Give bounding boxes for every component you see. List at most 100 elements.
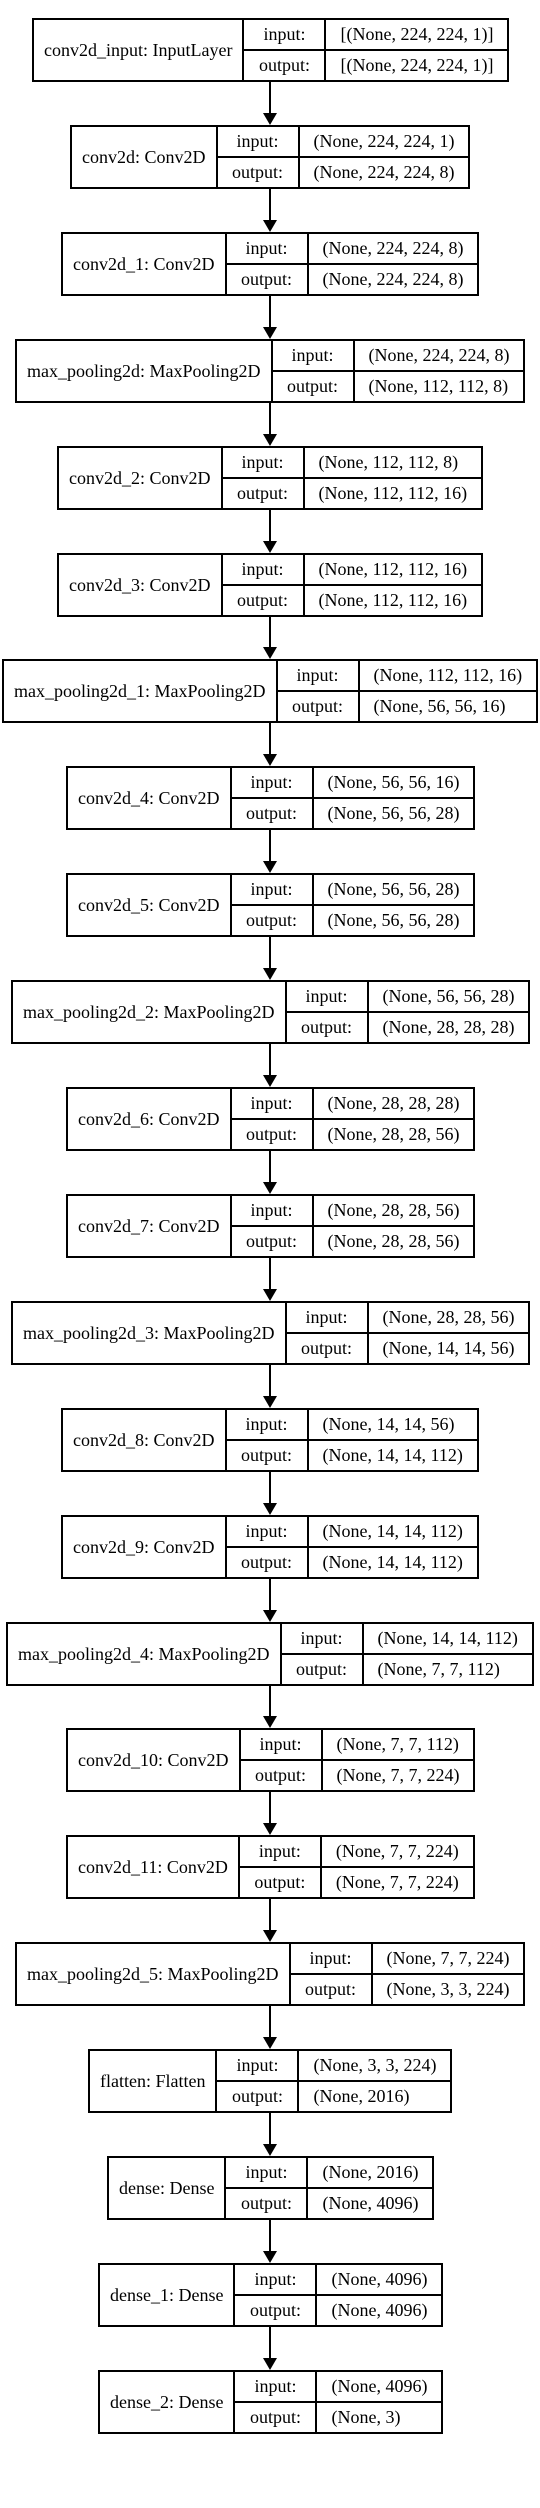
input-row: input: (None, 112, 112, 16) bbox=[223, 555, 482, 584]
output-label: output: bbox=[232, 1227, 314, 1256]
input-shape: (None, 28, 28, 28) bbox=[327, 1093, 460, 1113]
input-row: input: (None, 14, 14, 112) bbox=[227, 1517, 477, 1546]
layer-io-table: input:(None, 14, 14, 56)output:(None, 14… bbox=[226, 1410, 477, 1470]
output-row: output:(None, 112, 112, 8) bbox=[272, 370, 524, 401]
input-shape: (None, 28, 28, 56) bbox=[327, 1200, 460, 1220]
input-shape: (None, 56, 56, 28) bbox=[382, 986, 515, 1006]
output-shape: (None, 4096) bbox=[331, 2300, 428, 2320]
layer-name: conv2d_8: Conv2D bbox=[63, 1410, 227, 1470]
input-shape: (None, 112, 112, 16) bbox=[373, 665, 523, 685]
input-row: input:(None, 28, 28, 56) bbox=[287, 1303, 529, 1332]
input-row: input:(None, 56, 56, 28) bbox=[287, 982, 529, 1011]
output-label: output: bbox=[232, 906, 314, 935]
output-shape: (None, 56, 56, 28) bbox=[327, 803, 460, 823]
output-row: output: (None, 7, 7, 224) bbox=[240, 1759, 474, 1790]
input-label: input: bbox=[218, 127, 300, 156]
layer-name: conv2d_2: Conv2D bbox=[59, 448, 223, 508]
output-row: output: (None, 56, 56, 16) bbox=[277, 690, 537, 721]
input-row: input:(None, 14, 14, 112) bbox=[282, 1624, 532, 1653]
output-label: output: bbox=[244, 51, 327, 80]
layer-io-table: input:(None, 28, 28, 28)output:(None, 28… bbox=[231, 1089, 474, 1149]
input-row: input:(None, 14, 14, 56) bbox=[227, 1410, 477, 1439]
layer-name: conv2d_4: Conv2D bbox=[68, 768, 232, 828]
input-label: input: bbox=[232, 1089, 314, 1118]
output-shape: (None, 2016) bbox=[313, 2086, 410, 2106]
output-label: output: bbox=[278, 692, 360, 721]
layer-io-table: input:(None, 224, 224, 8)output:(None, 2… bbox=[226, 234, 478, 294]
layer-io-table: input:(None, 7, 7, 224)output:(None, 7, … bbox=[239, 1837, 473, 1897]
output-row: output:(None, 14, 14, 56) bbox=[286, 1332, 529, 1363]
input-label: input: bbox=[235, 2265, 318, 2294]
output-shape: (None, 3) bbox=[331, 2407, 401, 2427]
layer-name: conv2d_9: Conv2D bbox=[63, 1517, 227, 1577]
input-label: input: bbox=[223, 555, 305, 584]
output-row: output:(None, 7, 7, 224) bbox=[239, 1866, 473, 1897]
output-shape: (None, 56, 56, 28) bbox=[327, 910, 460, 930]
layer-name: conv2d_3: Conv2D bbox=[59, 555, 223, 615]
layer-name: conv2d: Conv2D bbox=[72, 127, 218, 187]
layer-name: max_pooling2d_4: MaxPooling2D bbox=[8, 1624, 282, 1684]
input-label: input: bbox=[226, 2158, 309, 2187]
input-shape: (None, 224, 224, 8) bbox=[322, 238, 464, 258]
input-label: input: bbox=[227, 1410, 309, 1439]
layer-name: conv2d_1: Conv2D bbox=[63, 234, 227, 294]
output-shape: (None, 7, 7, 112) bbox=[377, 1659, 500, 1679]
input-shape: (None, 3, 3, 224) bbox=[313, 2055, 437, 2075]
input-shape: (None, 2016) bbox=[322, 2162, 419, 2182]
layer-io-table: input:(None, 56, 56, 28)output:(None, 28… bbox=[286, 982, 529, 1042]
output-shape: (None, 112, 112, 8) bbox=[368, 376, 509, 396]
output-shape: (None, 4096) bbox=[322, 2193, 419, 2213]
output-shape: (None, 14, 14, 56) bbox=[382, 1338, 515, 1358]
layer-io-table: input:(None, 4096)output:(None, 4096) bbox=[235, 2265, 442, 2325]
input-row: input:(None, 4096) bbox=[235, 2265, 441, 2294]
output-row: output:(None, 112, 112, 16) bbox=[222, 584, 482, 615]
output-shape: (None, 112, 112, 16) bbox=[318, 590, 468, 610]
layer-io-table: input:(None, 2016)output:(None, 4096) bbox=[226, 2158, 433, 2218]
input-row: input:(None, 112, 112, 16) bbox=[278, 661, 537, 690]
input-label: input: bbox=[273, 341, 355, 370]
input-shape: [(None, 224, 224, 1)] bbox=[340, 24, 494, 44]
layer-io-table: input:(None, 56, 56, 28)output:(None, 56… bbox=[231, 875, 474, 935]
layer-io-table: input: [(None, 224, 224, 1)] output:[(None… bbox=[244, 20, 508, 80]
layer-io-table: input:(None, 224, 224, 8)output:(None, 1… bbox=[272, 341, 524, 401]
output-row: output:(None, 14, 14, 112) bbox=[226, 1546, 477, 1577]
layer-name: dense_2: Dense bbox=[100, 2372, 236, 2432]
output-label: output: bbox=[218, 158, 300, 187]
output-label: output: bbox=[227, 1441, 309, 1470]
input-shape: (None, 14, 14, 112) bbox=[322, 1521, 463, 1541]
output-label: output: bbox=[241, 1761, 323, 1790]
output-shape: (None, 7, 7, 224) bbox=[336, 1765, 460, 1785]
layer-name: conv2d_10: Conv2D bbox=[68, 1730, 241, 1790]
output-row: output:[(None, 224, 224, 1)] bbox=[244, 49, 508, 80]
output-label: output: bbox=[217, 2082, 300, 2111]
output-label: output: bbox=[227, 1548, 309, 1577]
input-row: input:(None, 224, 224, 8) bbox=[227, 234, 478, 263]
input-shape: (None, 4096) bbox=[331, 2376, 428, 2396]
input-row: input:(None, 4096) bbox=[235, 2372, 441, 2401]
input-label: input: bbox=[240, 1837, 322, 1866]
layer-io-table: input:(None, 112, 112, 16)output:(None, … bbox=[222, 555, 482, 615]
layer-io-table: input:(None, 112, 112, 16)output: (None, … bbox=[277, 661, 537, 721]
layer-name: max_pooling2d_3: MaxPooling2D bbox=[13, 1303, 287, 1363]
input-label: input: bbox=[244, 20, 327, 49]
input-shape: (None, 112, 112, 16) bbox=[318, 559, 468, 579]
output-row: output:(None, 3) bbox=[235, 2401, 442, 2432]
output-shape: (None, 56, 56, 16) bbox=[373, 696, 506, 716]
input-label: input: bbox=[227, 1517, 309, 1546]
output-row: output:(None, 56, 56, 28) bbox=[231, 797, 474, 828]
